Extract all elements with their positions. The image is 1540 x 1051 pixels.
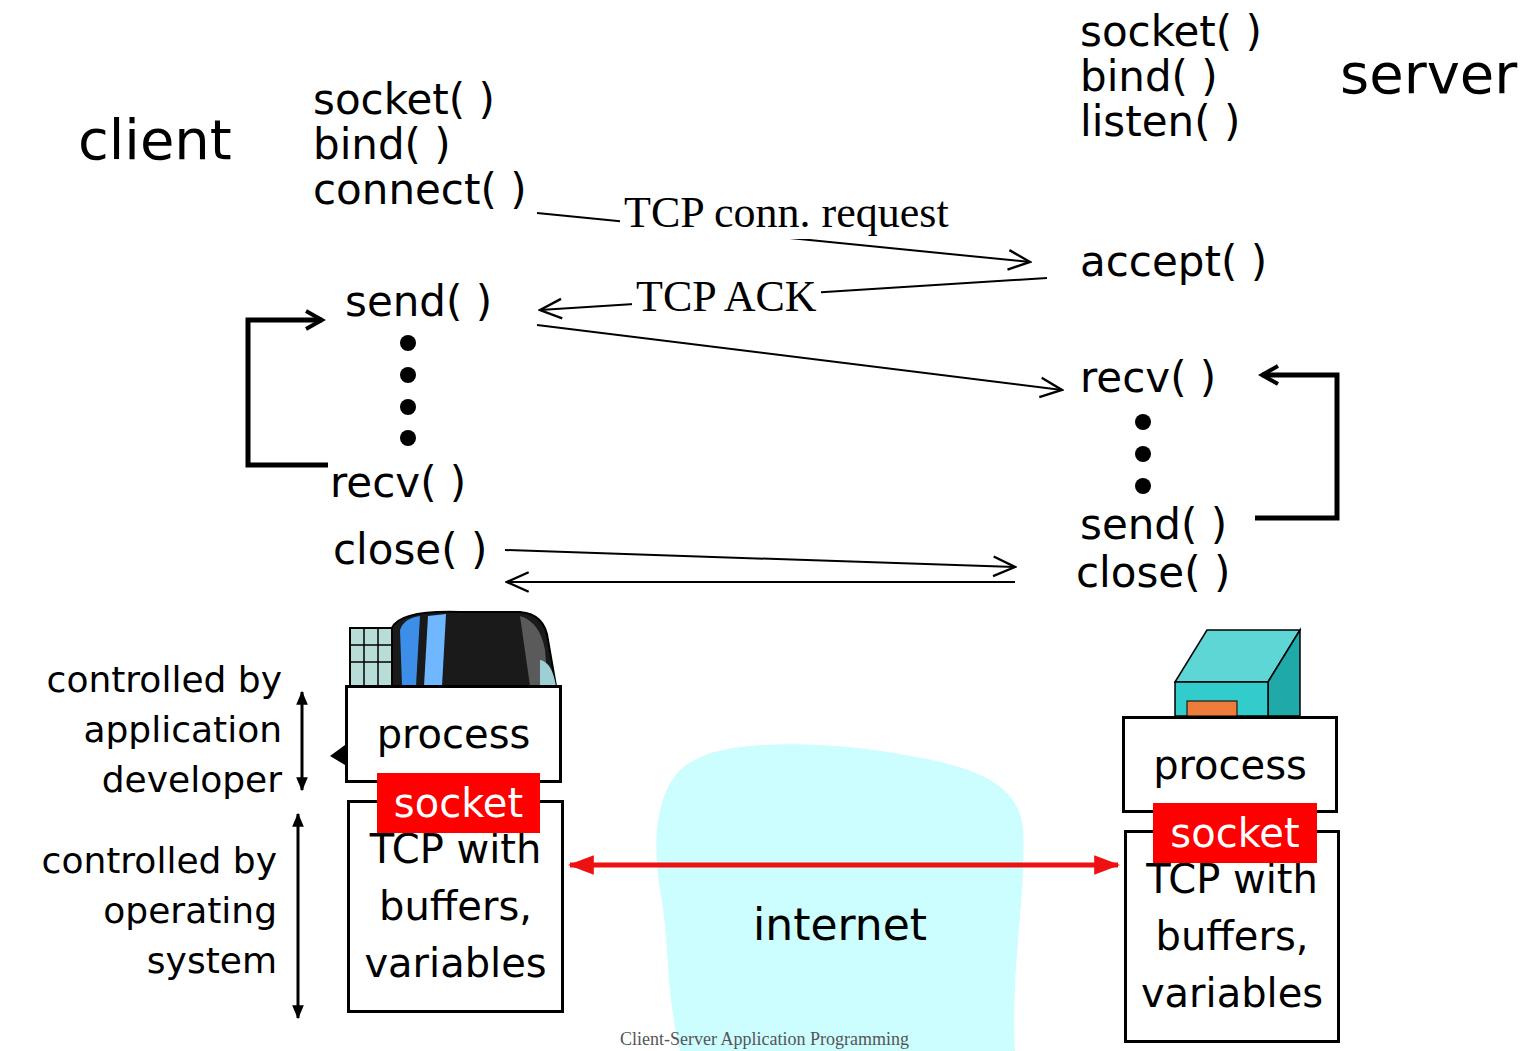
call-name: send( ) bbox=[1080, 501, 1227, 549]
client-loop bbox=[248, 320, 328, 465]
role-label: client bbox=[78, 108, 232, 172]
process-box: process bbox=[345, 685, 562, 783]
data-arrow bbox=[537, 325, 1062, 390]
control-note: controlled by application developer bbox=[4, 655, 282, 805]
app-control-arrow bbox=[301, 692, 304, 790]
message-label: TCP ACK bbox=[632, 272, 821, 323]
server-loop bbox=[1255, 375, 1337, 518]
call-name: listen( ) bbox=[1080, 98, 1240, 146]
node-text: process bbox=[1153, 742, 1307, 788]
socket-label: socket bbox=[394, 780, 523, 826]
footer-caption: Client-Server Application Programming bbox=[620, 1029, 909, 1050]
call-name: bind( ) bbox=[1080, 53, 1218, 101]
call-name: bind( ) bbox=[313, 121, 451, 169]
socket-label: socket bbox=[1170, 810, 1299, 856]
network-link bbox=[570, 863, 1118, 868]
call-name: close( ) bbox=[1076, 549, 1230, 597]
call-name: send( ) bbox=[345, 278, 492, 326]
call-name: socket( ) bbox=[313, 76, 495, 124]
call-name: close( ) bbox=[333, 526, 487, 574]
pointer-tick bbox=[330, 745, 345, 765]
server-machine bbox=[1175, 630, 1300, 716]
call-name: connect( ) bbox=[313, 166, 527, 214]
control-note: controlled by operating system bbox=[4, 836, 277, 986]
node-text: internet bbox=[753, 900, 927, 951]
close-arrow bbox=[505, 550, 1015, 567]
call-name: recv( ) bbox=[1080, 354, 1216, 402]
call-name: socket( ) bbox=[1080, 8, 1262, 56]
socket-tag: socket bbox=[1153, 803, 1317, 863]
call-name: recv( ) bbox=[330, 459, 466, 507]
os-control-arrow bbox=[297, 814, 300, 1018]
role-label: server bbox=[1340, 42, 1517, 106]
message-label: TCP conn. request bbox=[620, 188, 953, 239]
continuation-dots bbox=[400, 335, 1151, 494]
call-name: accept( ) bbox=[1080, 238, 1267, 286]
close-arrow bbox=[507, 581, 1015, 583]
client-computer bbox=[350, 612, 556, 686]
cloud-outline bbox=[656, 744, 1023, 1051]
process-box: process bbox=[1122, 716, 1338, 813]
node-text: TCP with buffers, variables bbox=[1133, 851, 1331, 1022]
node-text: TCP with buffers, variables bbox=[356, 821, 555, 992]
cloud-shape bbox=[655, 740, 1025, 1051]
node-text: process bbox=[377, 711, 531, 757]
internet-cloud: internet bbox=[655, 740, 1025, 1051]
socket-tag: socket bbox=[377, 773, 540, 833]
